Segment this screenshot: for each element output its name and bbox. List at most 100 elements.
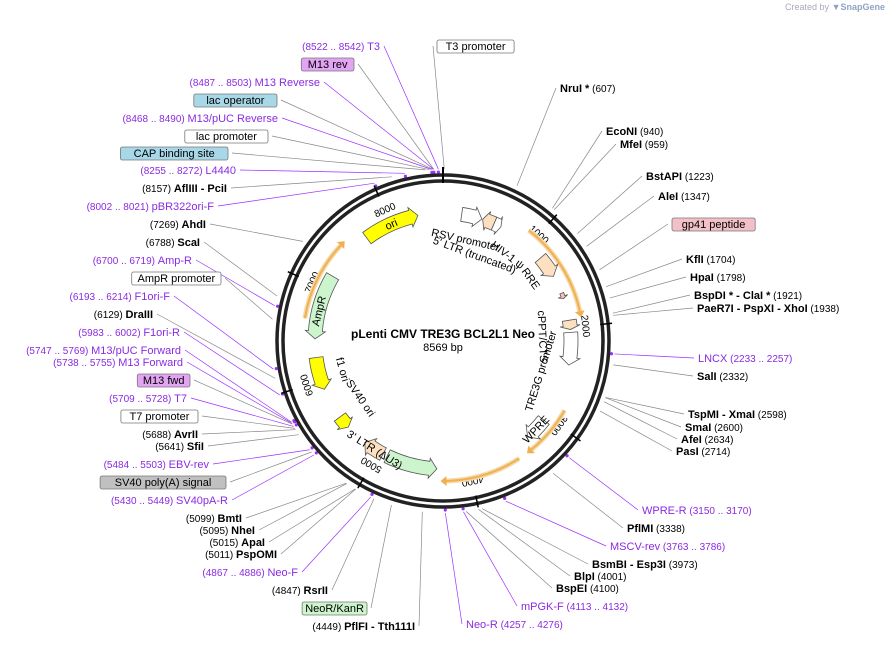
label-sfii[interactable]: (5641) SfiI bbox=[155, 441, 204, 453]
label-t7[interactable]: (5709 .. 5728) T7 bbox=[109, 393, 187, 405]
label-avrii[interactable]: (5688) AvrII bbox=[142, 429, 198, 441]
leader-line bbox=[231, 454, 315, 501]
label-pbr322ori-f[interactable]: (8002 .. 8021) pBR322ori-F bbox=[87, 201, 215, 213]
label-bspei[interactable]: BspEI (4100) bbox=[556, 583, 619, 595]
label-afei[interactable]: AfeI (2634) bbox=[681, 434, 733, 446]
feature-rsv-promoter[interactable] bbox=[460, 205, 483, 228]
label-m13-puc-forward[interactable]: (5747 .. 5769) M13/pUC Forward bbox=[26, 345, 181, 357]
label-paer7i-pspxi-xhoi[interactable]: PaeR7I - PspXI - XhoI (1938) bbox=[697, 303, 839, 315]
feature-sv40-ori[interactable] bbox=[333, 412, 353, 430]
label-bmti[interactable]: (5099) BmtI bbox=[186, 513, 242, 525]
label-sv40pa-r[interactable]: (5430 .. 5449) SV40pA-R bbox=[111, 495, 228, 507]
label-l4440[interactable]: (8255 .. 8272) L4440 bbox=[140, 165, 236, 177]
label-name: AleI bbox=[658, 191, 678, 203]
label-mfei[interactable]: MfeI (959) bbox=[620, 139, 668, 151]
label-tspmi-xmai[interactable]: TspMI - XmaI (2598) bbox=[688, 409, 787, 421]
label-mpgk-f[interactable]: mPGK-F (4113 .. 4132) bbox=[521, 601, 628, 613]
label-apai[interactable]: (5015) ApaI bbox=[209, 537, 265, 549]
orf-arc-4[interactable] bbox=[303, 244, 342, 319]
label-name: BsmBI - Esp3I bbox=[592, 559, 666, 571]
label-t3-promoter[interactable]: T3 promoter bbox=[436, 39, 515, 54]
feature-f1-ori[interactable] bbox=[308, 356, 333, 390]
label-nhei[interactable]: (5095) NheI bbox=[199, 525, 255, 537]
label-bsmbi-esp3i[interactable]: BsmBI - Esp3I (3973) bbox=[592, 559, 698, 571]
label-sali[interactable]: SalI (2332) bbox=[697, 371, 748, 383]
label-amp-r[interactable]: (6700 .. 6719) Amp-R bbox=[93, 255, 192, 267]
label-scai[interactable]: (6788) ScaI bbox=[146, 237, 200, 249]
label-m13-rev[interactable]: M13 rev bbox=[300, 57, 355, 72]
label-m13-reverse[interactable]: (8487 .. 8503) M13 Reverse bbox=[190, 77, 320, 89]
label-text: T7 promoter bbox=[129, 411, 189, 423]
label-ampr-promoter[interactable]: AmpR promoter bbox=[131, 271, 222, 286]
label-f1ori-r[interactable]: (5983 .. 6002) F1ori-R bbox=[78, 327, 180, 339]
label-neor-kanr[interactable]: NeoR/KanR bbox=[301, 601, 368, 616]
label-text: (7269) AhdI bbox=[150, 219, 206, 231]
feature-gp41-marker[interactable] bbox=[558, 291, 568, 299]
label-name: M13 Reverse bbox=[255, 77, 320, 89]
label-ahdi[interactable]: (7269) AhdI bbox=[150, 219, 206, 231]
label-text: (5747 .. 5769) M13/pUC Forward bbox=[26, 345, 181, 357]
label-text: NruI * (607) bbox=[560, 83, 615, 95]
leader-line bbox=[606, 258, 683, 288]
leader-line bbox=[444, 512, 463, 625]
label-neo-r[interactable]: Neo-R (4257 .. 4276) bbox=[466, 619, 563, 631]
label-sv40-poly-a-signal[interactable]: SV40 poly(A) signal bbox=[99, 475, 227, 490]
label-alei[interactable]: AleI (1347) bbox=[658, 191, 710, 203]
label-wpre-r[interactable]: WPRE-R (3150 .. 3170) bbox=[642, 505, 752, 517]
label-nrui[interactable]: NruI * (607) bbox=[560, 83, 615, 95]
feature-ori-arrow[interactable] bbox=[362, 206, 419, 245]
label-blpi[interactable]: BlpI (4001) bbox=[574, 571, 626, 583]
label-text: BspDI * - ClaI * (1921) bbox=[694, 290, 802, 302]
orf-arc-1[interactable] bbox=[528, 229, 581, 312]
label-position: (2634) bbox=[702, 435, 734, 446]
label-f1ori-f[interactable]: (6193 .. 6214) F1ori-F bbox=[70, 291, 171, 303]
label-lac-operator[interactable]: lac operator bbox=[193, 93, 278, 108]
label-name: AhdI bbox=[182, 219, 206, 231]
orf-arc-3[interactable] bbox=[446, 457, 520, 482]
label-text: (5011) PspOMI bbox=[205, 549, 277, 561]
label-hpai[interactable]: HpaI (1798) bbox=[690, 272, 746, 284]
label-m13-forward[interactable]: (5738 .. 5755) M13 Forward bbox=[53, 357, 183, 369]
label-econi[interactable]: EcoNI (940) bbox=[606, 126, 663, 138]
label-draiii[interactable]: (6129) DraIII bbox=[94, 309, 153, 321]
label-text: LNCX (2233 .. 2257) bbox=[698, 353, 792, 365]
label-m13-puc-reverse[interactable]: (8468 .. 8490) M13/pUC Reverse bbox=[122, 113, 278, 125]
label-position: (607) bbox=[589, 84, 615, 95]
feature-neor-kanr-arrow[interactable] bbox=[383, 449, 438, 480]
label-text: M13 rev bbox=[308, 59, 348, 71]
leader-line bbox=[193, 379, 293, 425]
feature-cppt[interactable] bbox=[560, 318, 581, 330]
feature-tre3g[interactable] bbox=[558, 331, 582, 366]
tick-mark-7000 bbox=[287, 270, 300, 278]
label-rsrii[interactable]: (4847) RsrII bbox=[272, 585, 328, 597]
label-t7-promoter[interactable]: T7 promoter bbox=[120, 409, 199, 424]
label-pflfi-tth111i[interactable]: (4449) PflFI - Tth111I bbox=[312, 621, 415, 633]
label-neo-f[interactable]: (4867 .. 4886) Neo-F bbox=[202, 567, 298, 579]
label-pspomi[interactable]: (5011) PspOMI bbox=[205, 549, 277, 561]
label-kfli[interactable]: KflI (1704) bbox=[686, 254, 735, 266]
label-cap-binding-site[interactable]: CAP binding site bbox=[120, 146, 229, 161]
orf-arc-2[interactable] bbox=[530, 409, 566, 451]
feature-3-ltr[interactable] bbox=[364, 437, 387, 461]
feature-wpre[interactable] bbox=[525, 415, 550, 440]
feature-ampr-arrow[interactable] bbox=[304, 272, 340, 340]
label-mscv-rev[interactable]: MSCV-rev (3763 .. 3786) bbox=[610, 541, 725, 553]
label-t3[interactable]: (8522 .. 8542) T3 bbox=[302, 41, 380, 53]
label-gp41-peptide[interactable]: gp41 peptide bbox=[671, 217, 756, 232]
label-afliii-pcii[interactable]: (8157) AflIII - PciI bbox=[142, 183, 227, 195]
feature-rre[interactable] bbox=[534, 252, 559, 277]
label-m13-fwd[interactable]: M13 fwd bbox=[136, 373, 191, 388]
label-pasi[interactable]: PasI (2714) bbox=[676, 446, 730, 458]
label-bstapi[interactable]: BstAPI (1223) bbox=[646, 171, 714, 183]
feature-hiv-1-psi[interactable] bbox=[490, 216, 503, 235]
label-smai[interactable]: SmaI (2600) bbox=[685, 422, 743, 434]
label-pflmi[interactable]: PflMI (3338) bbox=[627, 523, 685, 535]
label-bspdi-clai[interactable]: BspDI * - ClaI * (1921) bbox=[694, 290, 802, 302]
label-lac-promoter[interactable]: lac promoter bbox=[184, 129, 269, 144]
label-text: (8487 .. 8503) M13 Reverse bbox=[190, 77, 320, 89]
label-position: (8487 .. 8503) bbox=[190, 78, 255, 89]
label-ebv-rev[interactable]: (5484 .. 5503) EBV-rev bbox=[104, 459, 210, 471]
leader-line bbox=[569, 457, 639, 511]
label-lncx[interactable]: LNCX (2233 .. 2257) bbox=[698, 353, 792, 365]
